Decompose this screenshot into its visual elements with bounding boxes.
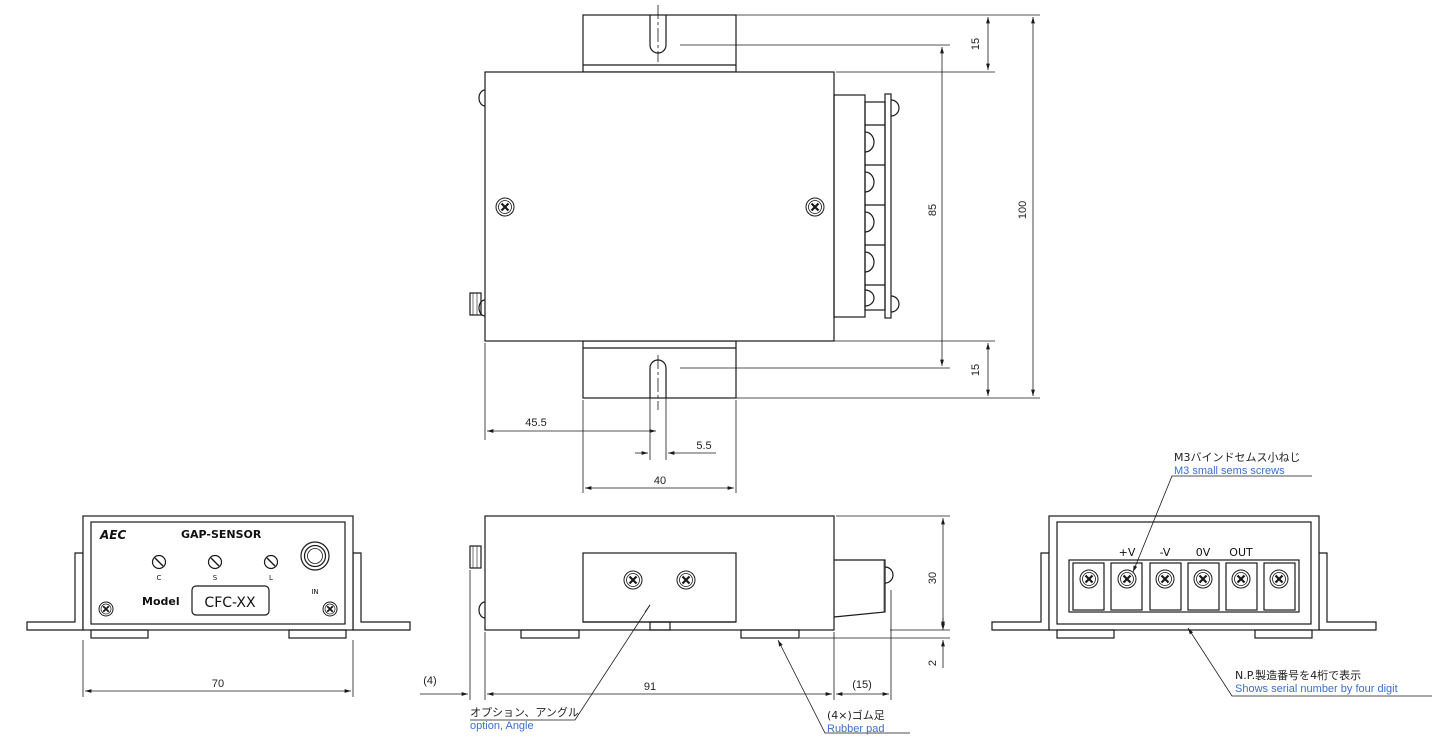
- dim-bottom-gap: 15: [970, 364, 982, 376]
- screw-label-jp: M3バインドセムス小ねじ: [1174, 451, 1301, 464]
- top-right-screw-icon: [804, 196, 826, 218]
- serial-label-jp: N.P.製造番号を4桁で表示: [1235, 668, 1361, 682]
- dim-total-height: 100: [1017, 201, 1029, 219]
- rear-view: [991, 515, 1377, 639]
- top-view-dimensions: [484, 14, 1040, 493]
- connector-label: IN: [311, 588, 318, 596]
- front-left-screw-icon: [98, 601, 114, 617]
- front-knob-c-icon: [154, 557, 164, 567]
- rear-view-leaders: [1132, 475, 1432, 697]
- rear-left-angle: [991, 552, 1050, 631]
- dim-slot-offset: 45.5: [525, 417, 546, 429]
- terminal-screw-plus-v-icon: [1116, 568, 1138, 590]
- dim-side-height: 30: [927, 572, 939, 584]
- front-view-dimensions: [82, 640, 354, 697]
- rubber-label-en: Rubber pad: [827, 723, 885, 735]
- dim-inner-height: 85: [927, 204, 939, 216]
- dim-side-foot: 2: [927, 660, 939, 666]
- top-terminal-block: [833, 94, 866, 318]
- model-value: CFC-XX: [204, 595, 256, 611]
- terminal-label-plus-v: +V: [1119, 546, 1136, 559]
- side-main-body: [484, 515, 835, 631]
- terminal-screw-1-icon: [1078, 568, 1100, 590]
- terminal-screw-zero-v-icon: [1192, 568, 1214, 590]
- dim-left-protrusion: (4): [423, 675, 436, 687]
- top-left-screw-icon: [494, 196, 516, 218]
- terminal-label-zero-v: 0V: [1196, 546, 1211, 559]
- dim-bracket-width: 40: [654, 475, 666, 487]
- front-panel-body: [82, 515, 354, 631]
- front-knob-l-icon: [266, 557, 276, 567]
- dim-right-protrusion: (15): [852, 679, 872, 691]
- terminal-label-minus-v: -V: [1160, 546, 1171, 559]
- dim-front-width: 70: [212, 678, 224, 690]
- model-box: [191, 585, 270, 616]
- terminal-screw-out-icon: [1230, 568, 1252, 590]
- panel-title: GAP-SENSOR: [181, 528, 262, 541]
- top-view: [469, 5, 900, 410]
- rear-right-angle: [1318, 552, 1377, 631]
- screw-label-en: M3 small sems screws: [1174, 465, 1285, 477]
- dim-top-gap: 15: [970, 38, 982, 50]
- rubber-label-jp: (4×)ゴム足: [827, 708, 885, 722]
- front-right-angle: [352, 552, 411, 631]
- terminal-screw-6-icon: [1268, 568, 1290, 590]
- top-bracket: [582, 14, 737, 73]
- dim-slot-width: 5.5: [696, 440, 711, 452]
- dim-side-length: 91: [644, 681, 656, 693]
- side-left-screw-icon: [622, 569, 644, 591]
- brand-logo: AEC: [99, 528, 126, 542]
- knob-label-s: S: [213, 574, 218, 582]
- side-right-screw-icon: [675, 569, 697, 591]
- terminal-label-out: OUT: [1229, 546, 1253, 559]
- side-view-dimensions: [420, 515, 950, 734]
- bottom-bracket: [582, 340, 737, 399]
- front-view: [26, 515, 411, 639]
- terminal-strip: [1068, 559, 1300, 613]
- top-main-body: [484, 71, 835, 342]
- terminal-screw-minus-v-icon: [1154, 568, 1176, 590]
- model-label: Model: [142, 595, 180, 608]
- front-left-angle: [26, 552, 84, 631]
- in-connector-icon: [300, 541, 330, 571]
- knob-label-c: C: [157, 574, 162, 582]
- knob-label-l: L: [269, 574, 273, 582]
- side-view: [469, 515, 894, 639]
- option-label-en: option, Angle: [470, 720, 534, 732]
- front-knob-s-icon: [210, 557, 220, 567]
- serial-label-en: Shows serial number by four digit: [1235, 683, 1398, 695]
- option-label-jp: オプション、アングル: [470, 705, 579, 719]
- front-right-screw-icon: [322, 601, 338, 617]
